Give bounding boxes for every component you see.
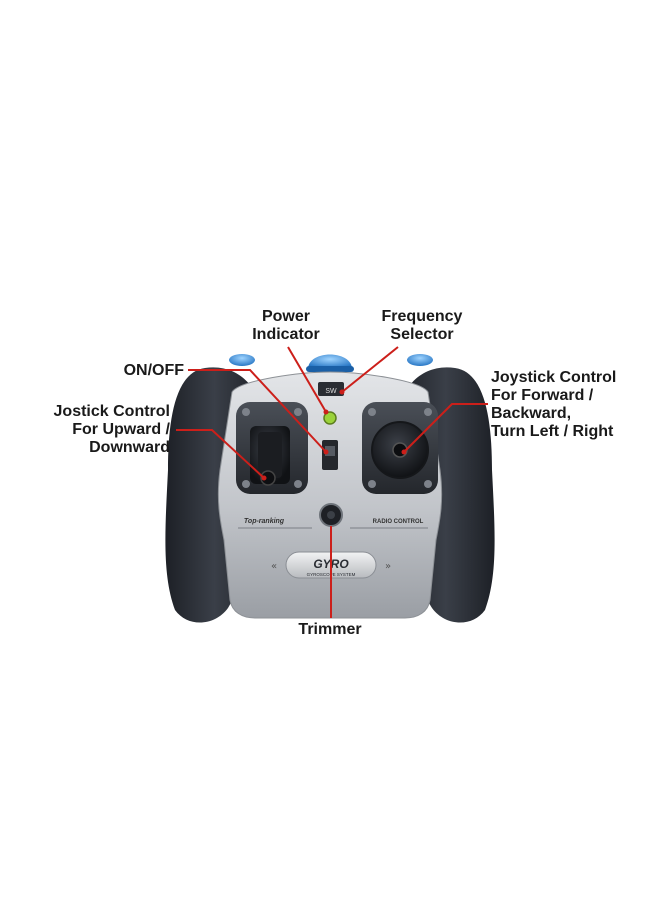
left-shoulder-button[interactable] — [229, 354, 255, 366]
label-line: Power — [261, 308, 310, 325]
callout-frequency — [341, 346, 399, 393]
label-left-joystick: Jostick Control For Upward / Downward — [24, 403, 170, 457]
label-line: Trimmer — [298, 621, 362, 638]
label-line: Joystick Control — [491, 369, 617, 386]
label-right-joystick: Joystick Control For Forward / Backward,… — [491, 369, 651, 441]
right-shoulder-button[interactable] — [407, 354, 433, 366]
radio-control-tag: RADIO CONTROL — [373, 519, 424, 525]
label-line: Downward — [89, 439, 170, 456]
callout-lines — [176, 346, 488, 618]
label-line: Turn Left / Right — [491, 423, 614, 440]
svg-text:»: » — [385, 561, 391, 572]
callout-on-off — [188, 369, 327, 453]
callout-endpoints — [261, 389, 407, 481]
label-line: Jostick Control — [53, 403, 170, 420]
label-line: Frequency — [381, 308, 463, 325]
frequency-selector-switch[interactable] — [318, 382, 344, 396]
power-indicator-led — [323, 411, 337, 425]
label-line: Backward, — [491, 405, 572, 422]
svg-text:«: « — [271, 561, 277, 572]
top-switch-text: SW — [325, 388, 337, 395]
callout-right-joystick — [403, 403, 488, 453]
top-ranking-tag: Top-ranking — [244, 518, 285, 525]
label-line: Indicator — [252, 326, 320, 343]
label-line: For Upward / — [72, 421, 170, 438]
label-line: For Forward / — [491, 387, 594, 404]
callout-power — [287, 346, 327, 413]
label-line: ON/OFF — [123, 362, 184, 379]
label-on-off: ON/OFF — [90, 362, 184, 380]
callout-left-joystick — [176, 429, 265, 479]
label-trimmer: Trimmer — [280, 621, 380, 639]
antenna-cap — [308, 354, 352, 368]
label-frequency-selector: Frequency Selector — [364, 308, 480, 344]
label-power-indicator: Power Indicator — [236, 308, 336, 344]
label-line: Selector — [390, 326, 454, 343]
